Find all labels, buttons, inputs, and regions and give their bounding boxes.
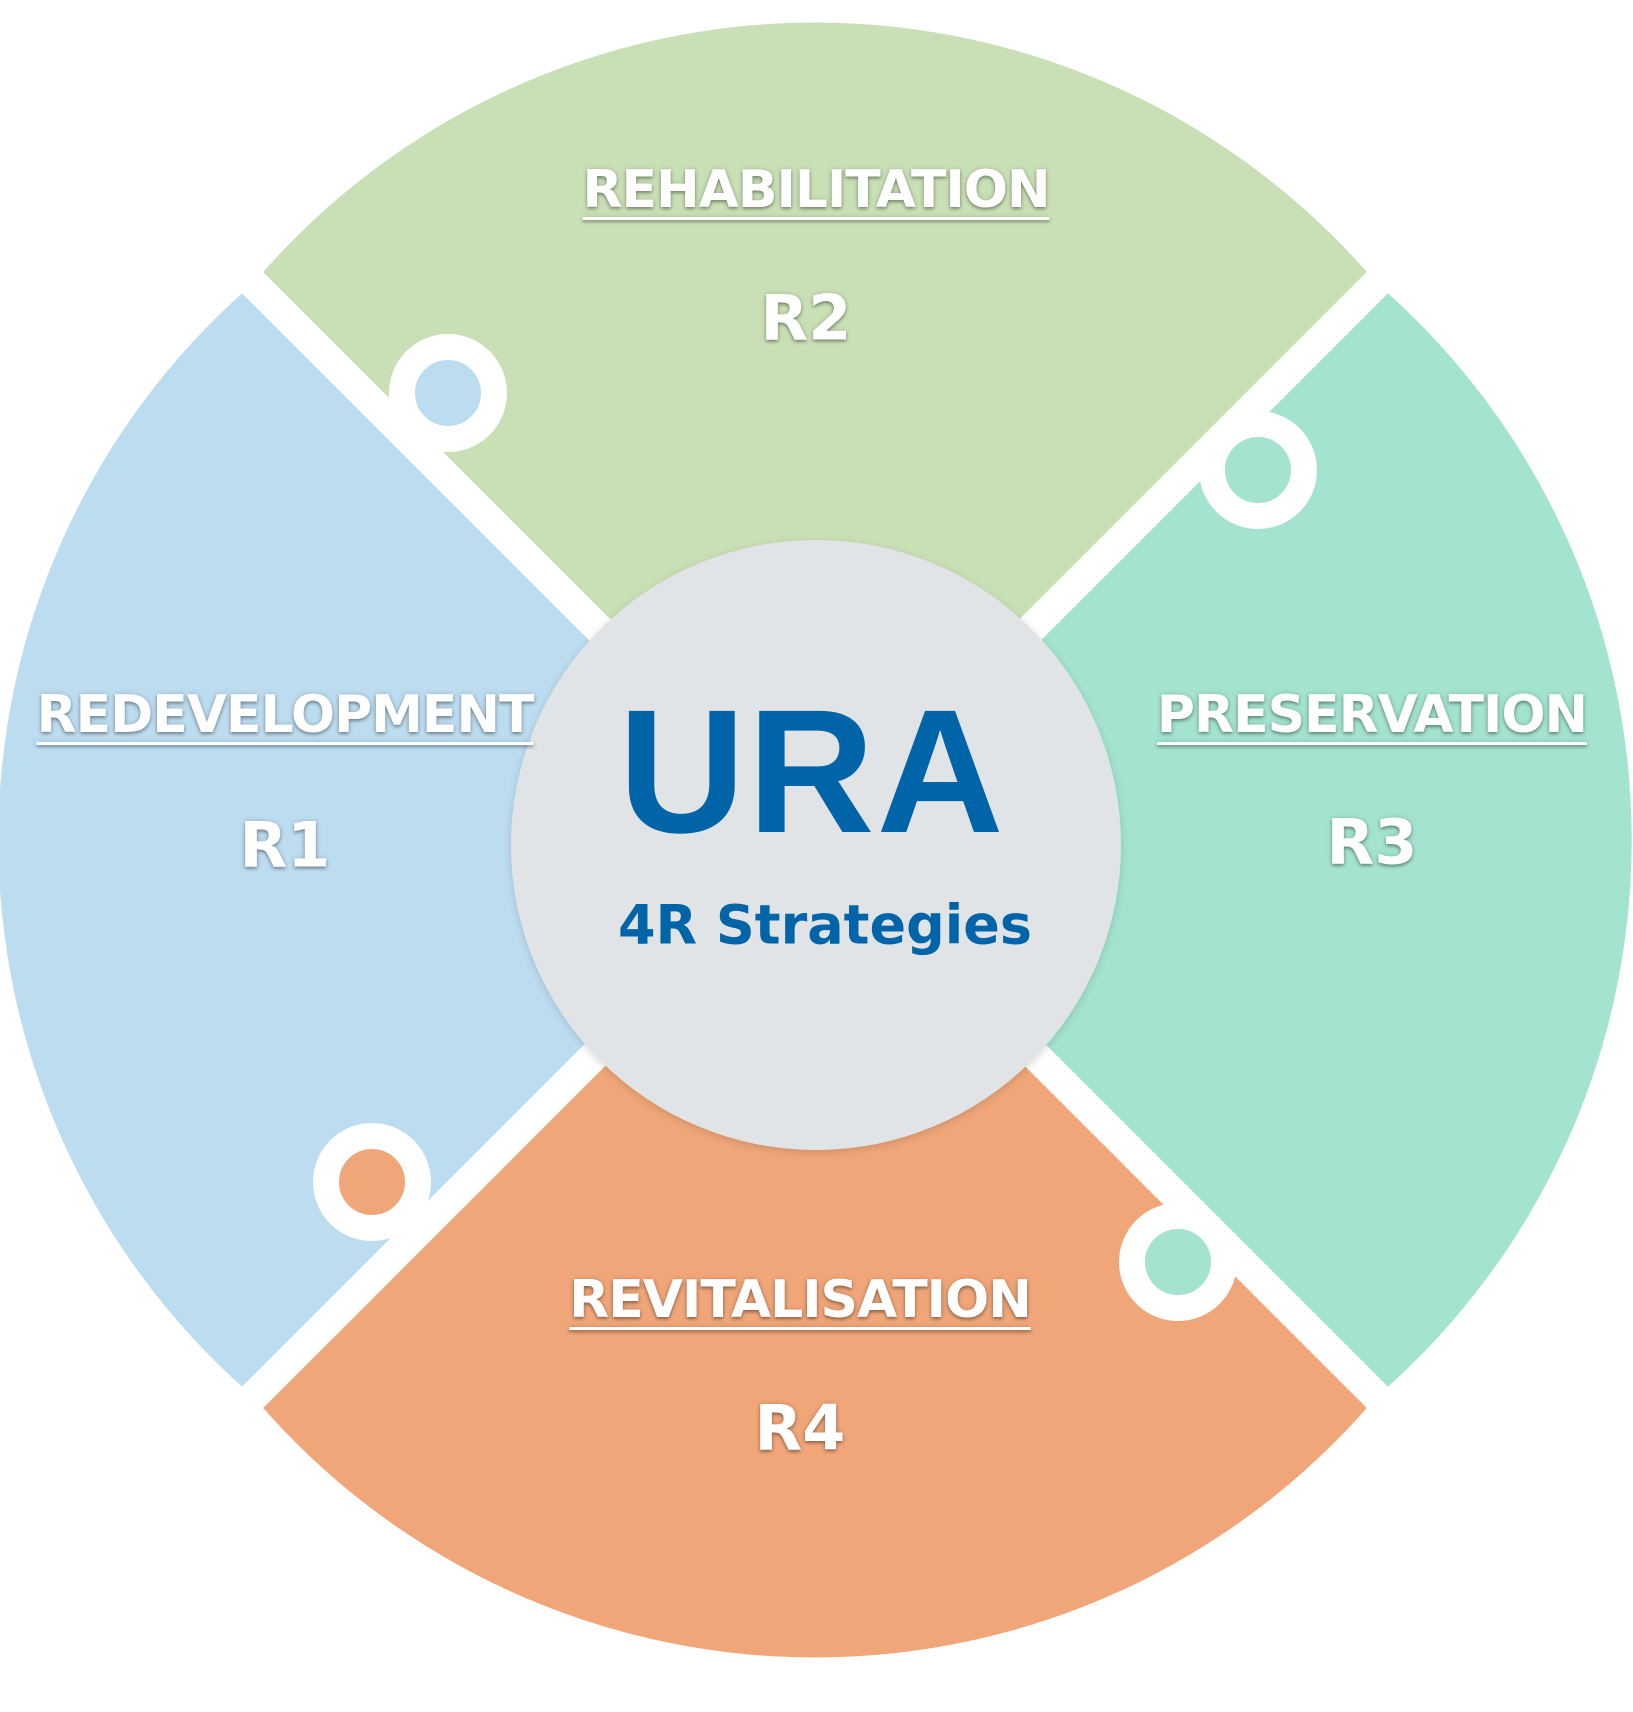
segment-title-rehabilitation: REHABILITATION (582, 160, 1051, 220)
segment-revitalisation-piece (258, 1055, 1372, 1658)
segment-preservation-piece (1025, 288, 1632, 1392)
segment-title-revitalisation: REVITALISATION (569, 1270, 1032, 1330)
knob-bottom-right (1119, 1203, 1237, 1321)
knob-top-left (389, 334, 507, 452)
center-title: URA (618, 674, 1006, 870)
center-circle (511, 540, 1121, 1150)
gap-bottom-left (225, 1020, 630, 1425)
center-subtitle: 4R Strategies (617, 893, 1033, 957)
segment-redevelopment-piece (0, 288, 605, 1392)
segment-title-preservation: PRESERVATION (1156, 685, 1588, 745)
segment-title-redevelopment: REDEVELOPMENT (36, 685, 535, 745)
knob-top-right (1199, 411, 1317, 529)
segment-code-r3: R3 (1326, 805, 1418, 879)
segment-code-r4: R4 (754, 1391, 846, 1465)
knob-bottom-left (313, 1123, 431, 1241)
segment-code-r2: R2 (760, 281, 852, 355)
segment-code-r1: R1 (239, 808, 331, 882)
gap-top-left (225, 255, 630, 660)
segment-rehabilitation-piece (258, 22, 1372, 625)
